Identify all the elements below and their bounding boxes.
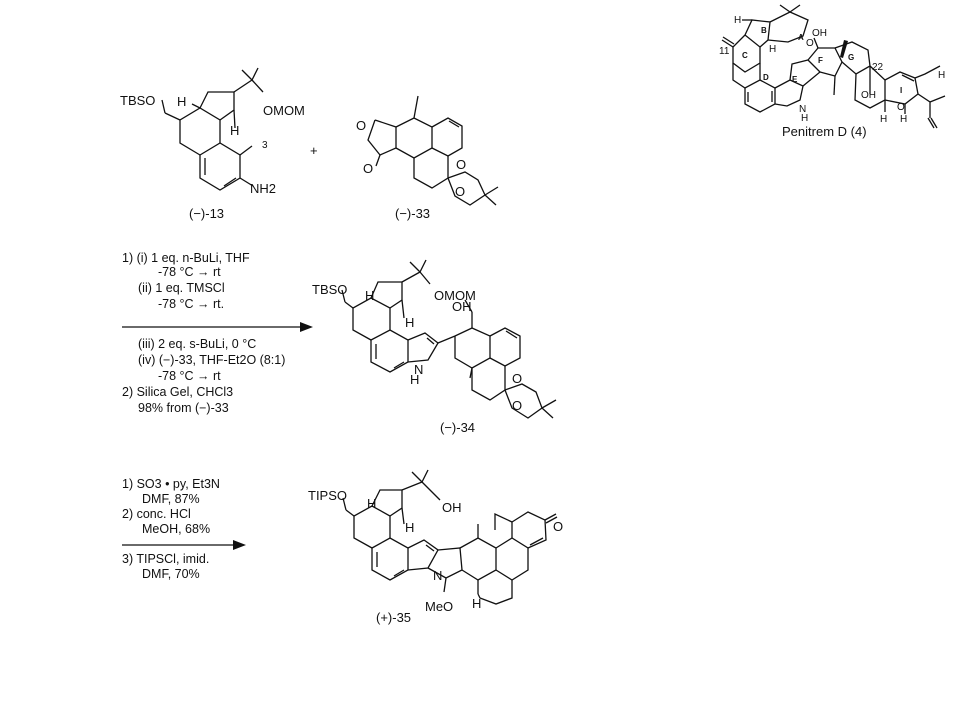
step1-line-5: (iii) 2 eq. s-BuLi, 0 °C [138,337,256,351]
step2-line-4: MeOH, 68% [142,522,210,536]
penitrem-nh: H [801,113,808,124]
c34-omom: OMOM [434,288,476,303]
c34-h-2: H [405,315,414,330]
ring-label-b: B [761,26,767,35]
penitrem-o-1: O [806,38,814,49]
c33-o-3: O [456,157,466,172]
step1-line-1: 1) (i) 1 eq. n-BuLi, THF [122,251,250,265]
c34-h-1: H [365,288,374,303]
penitrem-oh-2: OH [861,90,876,101]
c35-oh: OH [442,500,462,515]
step1-line-3: (ii) 1 eq. TMSCl [138,281,225,295]
c13-omom: OMOM [263,103,305,118]
step2-line-3: 2) conc. HCl [122,507,191,521]
c35-h-3: H [472,596,481,611]
c35-tipso: TIPSO [308,488,347,503]
step1-line-6: (iv) (−)-33, THF-Et2O (8:1) [138,353,285,367]
step2-line-5: 3) TIPSCl, imid. [122,552,209,566]
c34-tbso: TBSO [312,282,347,297]
penitrem-n: N [799,104,806,115]
step2-conditions: 1) SO3 • py, Et3N DMF, 87% 2) conc. HCl … [122,477,220,581]
c33-o-4: O [455,184,465,199]
c34-o-2: O [512,398,522,413]
c13-nh2: NH2 [250,181,276,196]
ring-label-a: A [798,33,804,42]
c33-o-2: O [363,161,373,176]
step1-arrow [122,322,313,332]
compound-35-label: (+)-35 [376,610,411,625]
ring-label-g: G [848,53,854,62]
compound-34-atoms: TBSO H OMOM OH H N H O O [312,282,522,413]
c33-o-1: O [356,118,366,133]
compound-34-label: (−)-34 [440,420,475,435]
c34-oh: OH [452,299,472,314]
step1-line-8: 2) Silica Gel, CHCl3 [122,385,233,399]
plus-sign: + [310,143,318,158]
ring-label-c: C [742,51,748,60]
step1-line-9: 98% from (−)-33 [138,401,229,415]
penitrem-o-2: O [897,102,905,113]
compound-13-atoms: TBSO H OMOM H 3 NH2 [120,93,305,196]
step1-line-2: -78 °C → rt [158,265,221,279]
compound-34-structure [341,259,557,419]
c35-h-2: H [405,520,414,535]
penitrem-label-22: 22 [872,62,884,73]
c13-h-2: H [230,123,239,138]
step2-line-2: DMF, 87% [142,492,200,506]
penitrem-h-2: H [769,44,776,55]
compound-35-atoms: TIPSO H OH H N O MeO H [308,488,563,614]
penitrem-d-structure [721,4,946,129]
penitrem-h-3: H [880,114,887,125]
step1-line-4: -78 °C → rt. [158,297,224,311]
c35-meo: MeO [425,599,453,614]
ring-label-d: D [763,73,769,82]
compound-13-label: (−)-13 [189,206,224,221]
step1-line-7: -78 °C → rt [158,369,221,383]
penitrem-caption: Penitrem D (4) [782,124,867,139]
c34-n: N [414,362,423,377]
compound-33-atoms: O O O O [356,118,466,199]
c35-h-1: H [367,496,376,511]
c35-n: N [433,568,442,583]
c34-nh: H [410,372,419,387]
penitrem-ring-labels: A B C D E F G I [742,26,902,95]
compound-33-structure [367,95,499,206]
ring-label-e: E [792,75,798,84]
ring-label-f: F [818,56,823,65]
penitrem-oh-1: OH [812,28,827,39]
step1-conditions: 1) (i) 1 eq. n-BuLi, THF -78 °C → rt (ii… [122,251,285,415]
compound-35-structure [342,469,558,605]
penitrem-h-1: H [734,15,741,26]
c13-tbso: TBSO [120,93,155,108]
compound-33-label: (−)-33 [395,206,430,221]
step2-arrow [122,540,246,550]
c35-ketone-o: O [553,519,563,534]
penitrem-atoms: H O H OH 11 22 N H OH H O H H [719,15,945,125]
ring-label-i: I [900,86,902,95]
penitrem-h-4: H [900,114,907,125]
c34-o-1: O [512,371,522,386]
step2-line-6: DMF, 70% [142,567,200,581]
penitrem-oh-3: H [938,70,945,81]
c13-h-1: H [177,94,186,109]
c13-locant-3: 3 [262,140,268,151]
compound-13-structure [161,67,264,191]
penitrem-label-11: 11 [719,46,730,57]
step2-line-1: 1) SO3 • py, Et3N [122,477,220,491]
